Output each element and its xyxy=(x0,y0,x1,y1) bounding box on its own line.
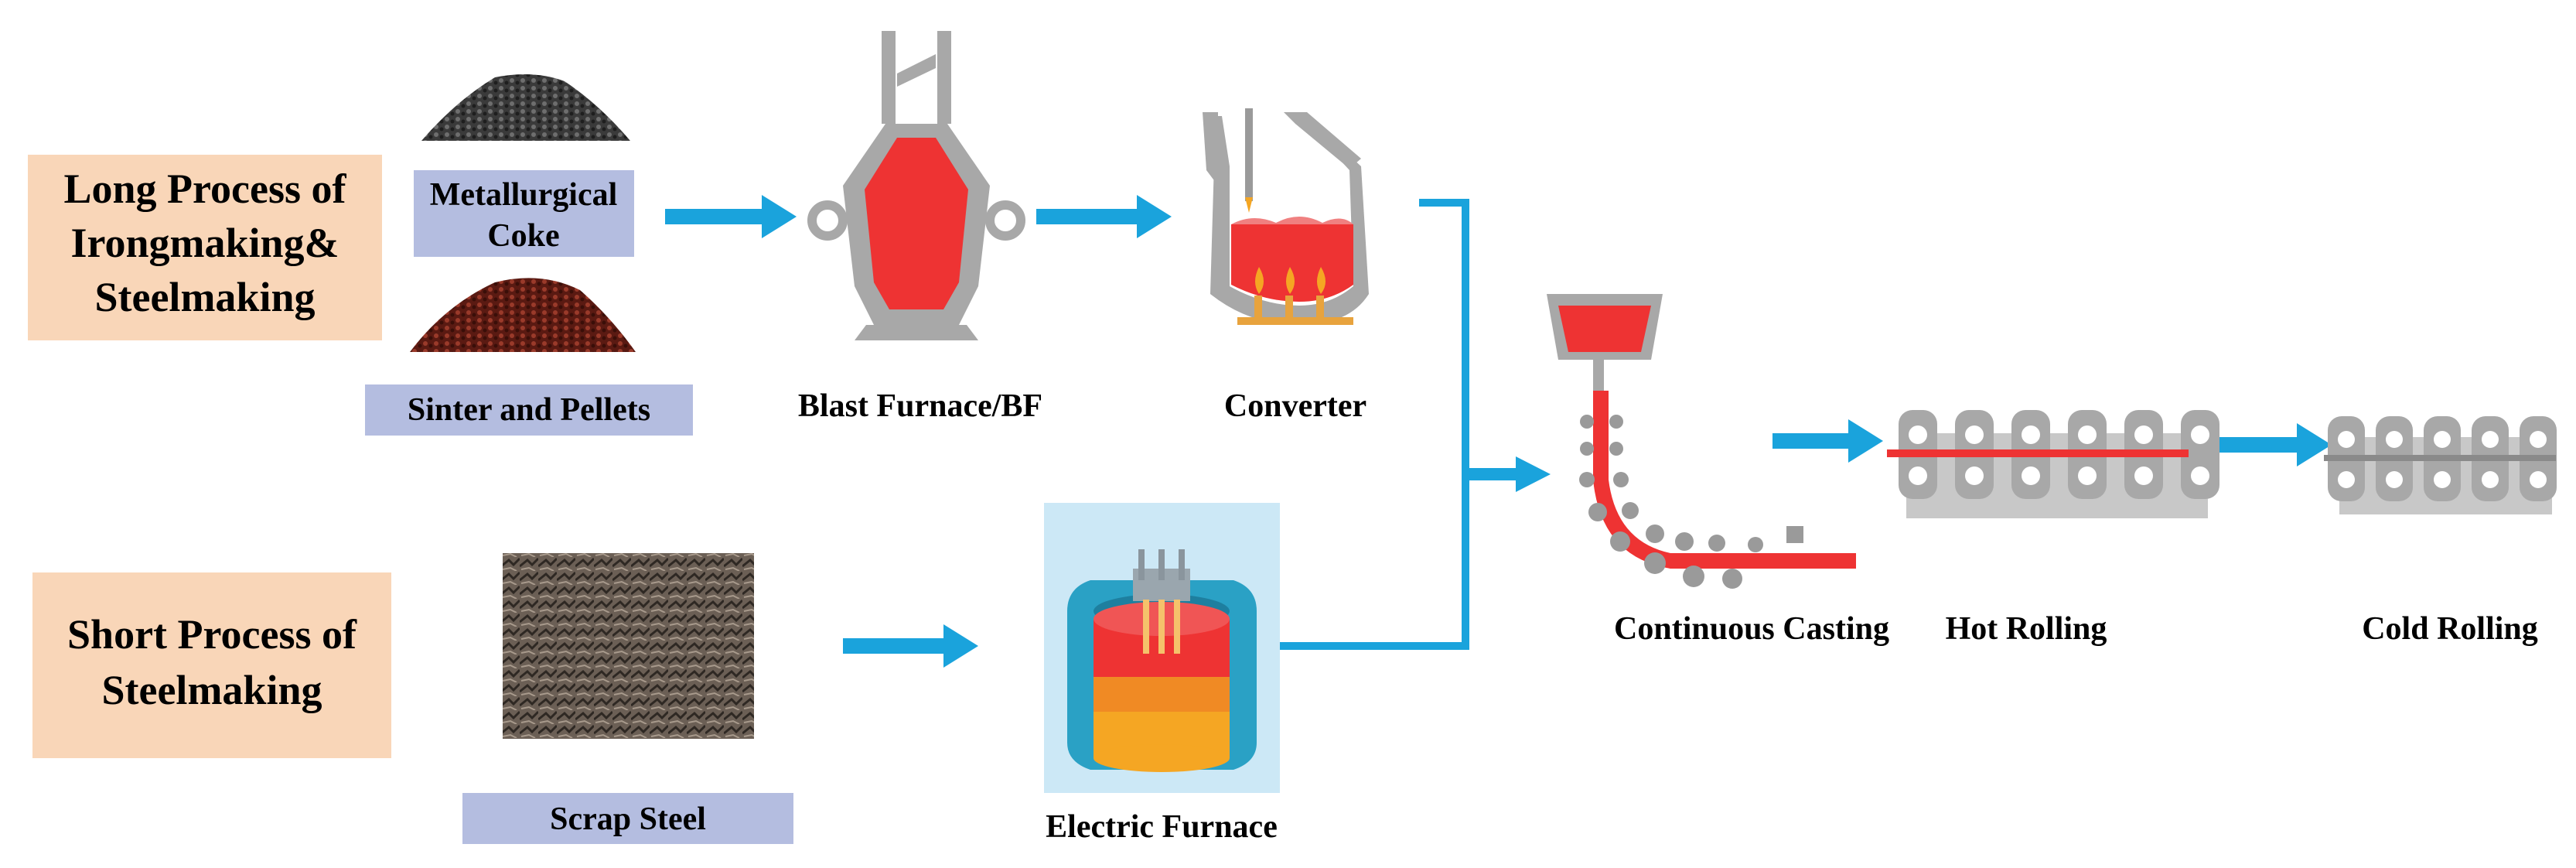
sinter-label: Sinter and Pellets xyxy=(365,384,693,436)
blast-furnace-label: Blast Furnace/BF xyxy=(798,388,1042,424)
arrow-scrap-to-eaf xyxy=(843,624,978,668)
arrow-hot-to-cold-rolling xyxy=(2219,423,2332,466)
blast-furnace-icon xyxy=(807,31,1025,340)
hot-rolling-label: Hot Rolling xyxy=(1946,611,2107,647)
long-process-box: Long Process of Irongmaking& Steelmaking xyxy=(28,155,382,340)
sinter-pile-icon xyxy=(410,278,636,352)
arrow-coke-to-bf xyxy=(665,195,797,238)
continuous-casting-icon xyxy=(1547,294,1856,589)
scrap-steel-image xyxy=(503,553,754,739)
long-process-line-1: Long Process of xyxy=(64,166,347,212)
flow-arrows xyxy=(665,195,2332,668)
sinter-label-text: Sinter and Pellets xyxy=(408,392,650,428)
short-process-box: Short Process of Steelmaking xyxy=(32,572,391,758)
converter-icon xyxy=(1203,108,1369,325)
electric-furnace-icon xyxy=(1044,503,1280,793)
cold-rolling-label: Cold Rolling xyxy=(2362,611,2538,647)
continuous-casting-label: Continuous Casting xyxy=(1614,611,1889,647)
electric-furnace-label: Electric Furnace xyxy=(1046,809,1278,845)
short-process-line-2: Steelmaking xyxy=(101,667,322,713)
scrap-label-text: Scrap Steel xyxy=(550,801,706,837)
arrow-merge-to-casting xyxy=(1469,456,1551,492)
converter-label: Converter xyxy=(1224,388,1366,424)
arrow-bf-to-converter xyxy=(1036,195,1172,238)
cold-rolling-icon xyxy=(2324,416,2557,514)
long-process-line-2: Irongmaking& xyxy=(70,220,339,266)
coke-label-line-1: Metallurgical xyxy=(430,177,618,213)
coke-label: Metallurgical Coke xyxy=(414,170,634,257)
long-process-line-3: Steelmaking xyxy=(94,274,315,320)
arrow-casting-to-hot-rolling xyxy=(1772,419,1883,463)
short-process-line-1: Short Process of xyxy=(67,611,357,658)
scrap-label: Scrap Steel xyxy=(462,793,793,844)
merge-connector-lines xyxy=(1280,199,1469,650)
hot-rolling-icon xyxy=(1887,410,2219,518)
coke-pile-icon xyxy=(421,74,630,141)
coke-label-line-2: Coke xyxy=(487,218,559,254)
